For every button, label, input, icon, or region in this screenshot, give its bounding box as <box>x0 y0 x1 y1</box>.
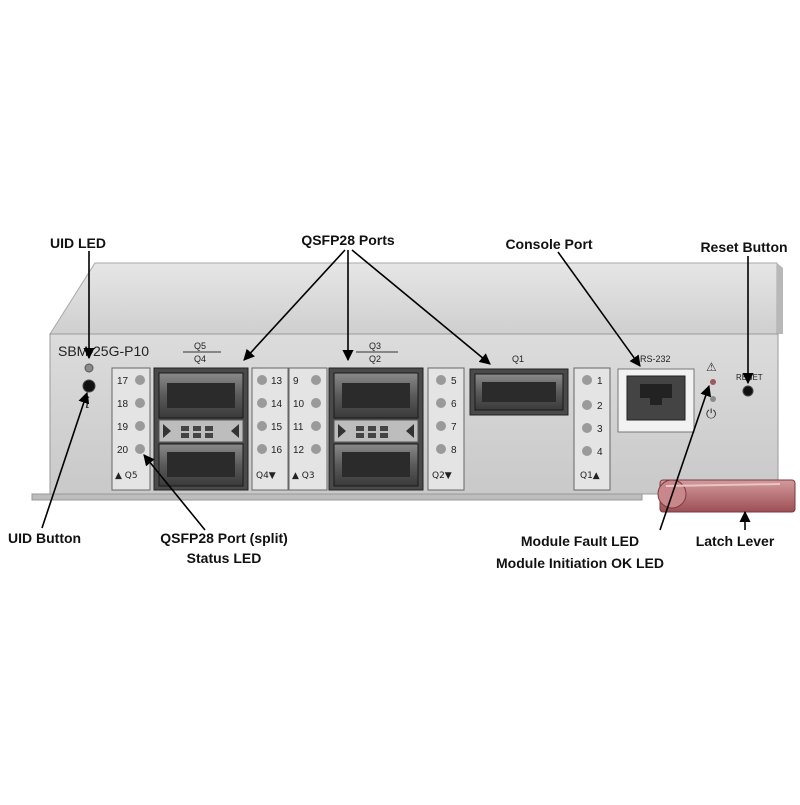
svg-text:3: 3 <box>597 424 603 435</box>
latch-lever[interactable] <box>657 479 796 513</box>
svg-text:17: 17 <box>117 376 129 387</box>
reset-label: RESET <box>736 373 763 382</box>
uid-led <box>84 363 94 373</box>
svg-text:13: 13 <box>271 376 283 387</box>
q3-label: Q3 <box>369 341 381 351</box>
rs232-label: RS-232 <box>640 354 671 364</box>
model-label: SBM-25G-P10 <box>58 343 149 359</box>
led-group-13-16: 13 14 15 16 Q4▼ <box>251 367 289 491</box>
callout-split-led-line2: Status LED <box>186 550 262 566</box>
svg-text:1: 1 <box>597 376 603 387</box>
svg-text:9: 9 <box>293 376 299 387</box>
callout-console-port: Console Port <box>505 236 593 252</box>
q4-label: Q4 <box>194 354 206 364</box>
callout-latch-lever: Latch Lever <box>695 533 775 549</box>
callout-fault-led: Module Fault LED <box>520 533 640 549</box>
svg-text:▲ Q3: ▲ Q3 <box>292 471 315 481</box>
uid-button[interactable] <box>82 379 96 393</box>
svg-text:20: 20 <box>117 445 129 456</box>
led-group-17-20: 17 18 19 20 ▲ Q5 <box>111 367 151 491</box>
led-group-5-8: 5 6 7 8 Q2▼ <box>427 367 465 491</box>
svg-text:14: 14 <box>271 399 283 410</box>
svg-text:2: 2 <box>597 401 603 412</box>
callout-split-led-line1: QSFP28 Port (split) <box>160 530 288 546</box>
q2-label: Q2 <box>369 354 381 364</box>
svg-text:Q1▲: Q1▲ <box>580 471 600 481</box>
callout-arrows <box>41 249 754 531</box>
svg-text:4: 4 <box>597 447 603 458</box>
svg-text:7: 7 <box>451 422 457 433</box>
svg-text:12: 12 <box>293 445 305 456</box>
svg-text:5: 5 <box>451 376 457 387</box>
module-fault-led <box>710 379 716 385</box>
qsfp28-cage-q5-q4[interactable] <box>153 367 249 491</box>
module-side <box>777 263 783 334</box>
q1-label: Q1 <box>512 354 524 364</box>
callout-reset-button: Reset Button <box>700 239 788 255</box>
svg-text:10: 10 <box>293 399 305 410</box>
qsfp28-cage-q3-q2[interactable] <box>328 367 424 491</box>
callout-uid-led: UID LED <box>50 235 106 251</box>
svg-text:18: 18 <box>117 399 129 410</box>
rs232-console-port[interactable] <box>617 368 695 433</box>
module-top-surface <box>49 262 778 335</box>
module-init-ok-led <box>710 396 716 402</box>
svg-text:16: 16 <box>271 445 283 456</box>
svg-text:Q4▼: Q4▼ <box>256 471 276 481</box>
qsfp28-port-q1[interactable] <box>469 368 569 416</box>
bottom-rail <box>31 493 643 501</box>
svg-text:19: 19 <box>117 422 129 433</box>
svg-text:▲ Q5: ▲ Q5 <box>115 471 138 481</box>
svg-text:Q2▼: Q2▼ <box>432 471 452 481</box>
reset-button[interactable] <box>742 385 754 397</box>
svg-text:6: 6 <box>451 399 457 410</box>
callout-qsfp28-ports: QSFP28 Ports <box>301 232 395 248</box>
power-icon: ⏻ <box>706 407 716 422</box>
led-group-9-12: 9 10 11 12 ▲ Q3 <box>288 367 328 491</box>
led-group-1-4: 1 2 3 4 Q1▲ <box>573 367 611 491</box>
svg-text:8: 8 <box>451 445 457 456</box>
callout-uid-button: UID Button <box>8 530 82 546</box>
warning-icon: ⚠ <box>706 360 717 374</box>
q5-label: Q5 <box>194 341 206 351</box>
svg-text:11: 11 <box>293 422 304 433</box>
callout-init-led: Module Initiation OK LED <box>496 555 664 571</box>
svg-text:15: 15 <box>271 422 283 433</box>
split-status-led <box>135 444 145 454</box>
